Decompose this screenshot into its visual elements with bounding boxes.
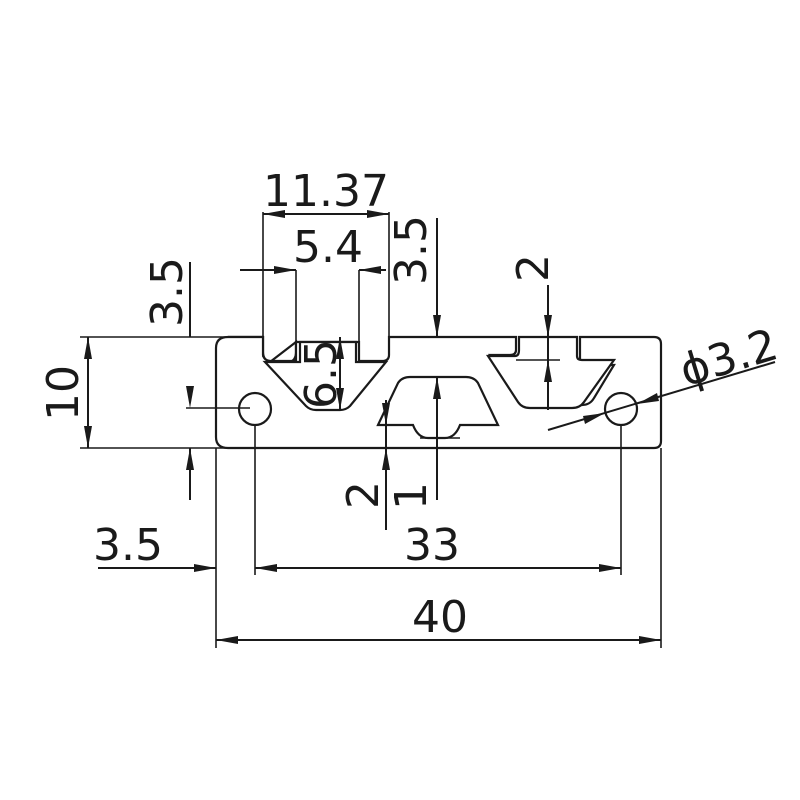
dim-slot-depth-left: 3.5: [142, 257, 250, 500]
dim-3-5-right-label: 3.5: [386, 215, 437, 285]
dim-slot-depth-right: 3.5: [386, 215, 441, 500]
dim-slot-opening: 11.37: [262, 166, 390, 357]
dim-center-web: 1: [386, 437, 460, 510]
dim-profile-width: 40: [216, 448, 662, 648]
dim-40-label: 40: [412, 592, 468, 643]
dim-1-label: 1: [386, 482, 437, 510]
left-slot-cavity: [262, 340, 389, 412]
left-hole: [237, 391, 273, 427]
dim-2-bottom-label: 2: [338, 481, 389, 509]
dim-5-4-label: 5.4: [293, 222, 363, 273]
dim-2-top-label: 2: [508, 254, 559, 282]
dim-hole-diameter-label: ϕ3.2: [674, 319, 784, 397]
dim-profile-height: 10: [38, 336, 228, 449]
dim-3-5-left-label: 3.5: [142, 257, 193, 327]
dim-33-label: 33: [404, 520, 460, 571]
dim-10-label: 10: [38, 365, 89, 421]
dim-slot-height: 6.5: [296, 337, 347, 410]
dim-lip-thickness: 2: [508, 254, 560, 410]
dim-3-5-bottom-label: 3.5: [93, 520, 163, 571]
dim-11-37-label: 11.37: [263, 166, 389, 217]
dim-hole-offset-and-spacing: 3.5 33: [93, 425, 622, 648]
dim-bottom-wall: 2: [338, 400, 390, 530]
dim-slot-neck: 5.4: [240, 222, 386, 345]
right-slot-cavity: [485, 335, 617, 410]
dim-6-5-label: 6.5: [296, 339, 347, 409]
